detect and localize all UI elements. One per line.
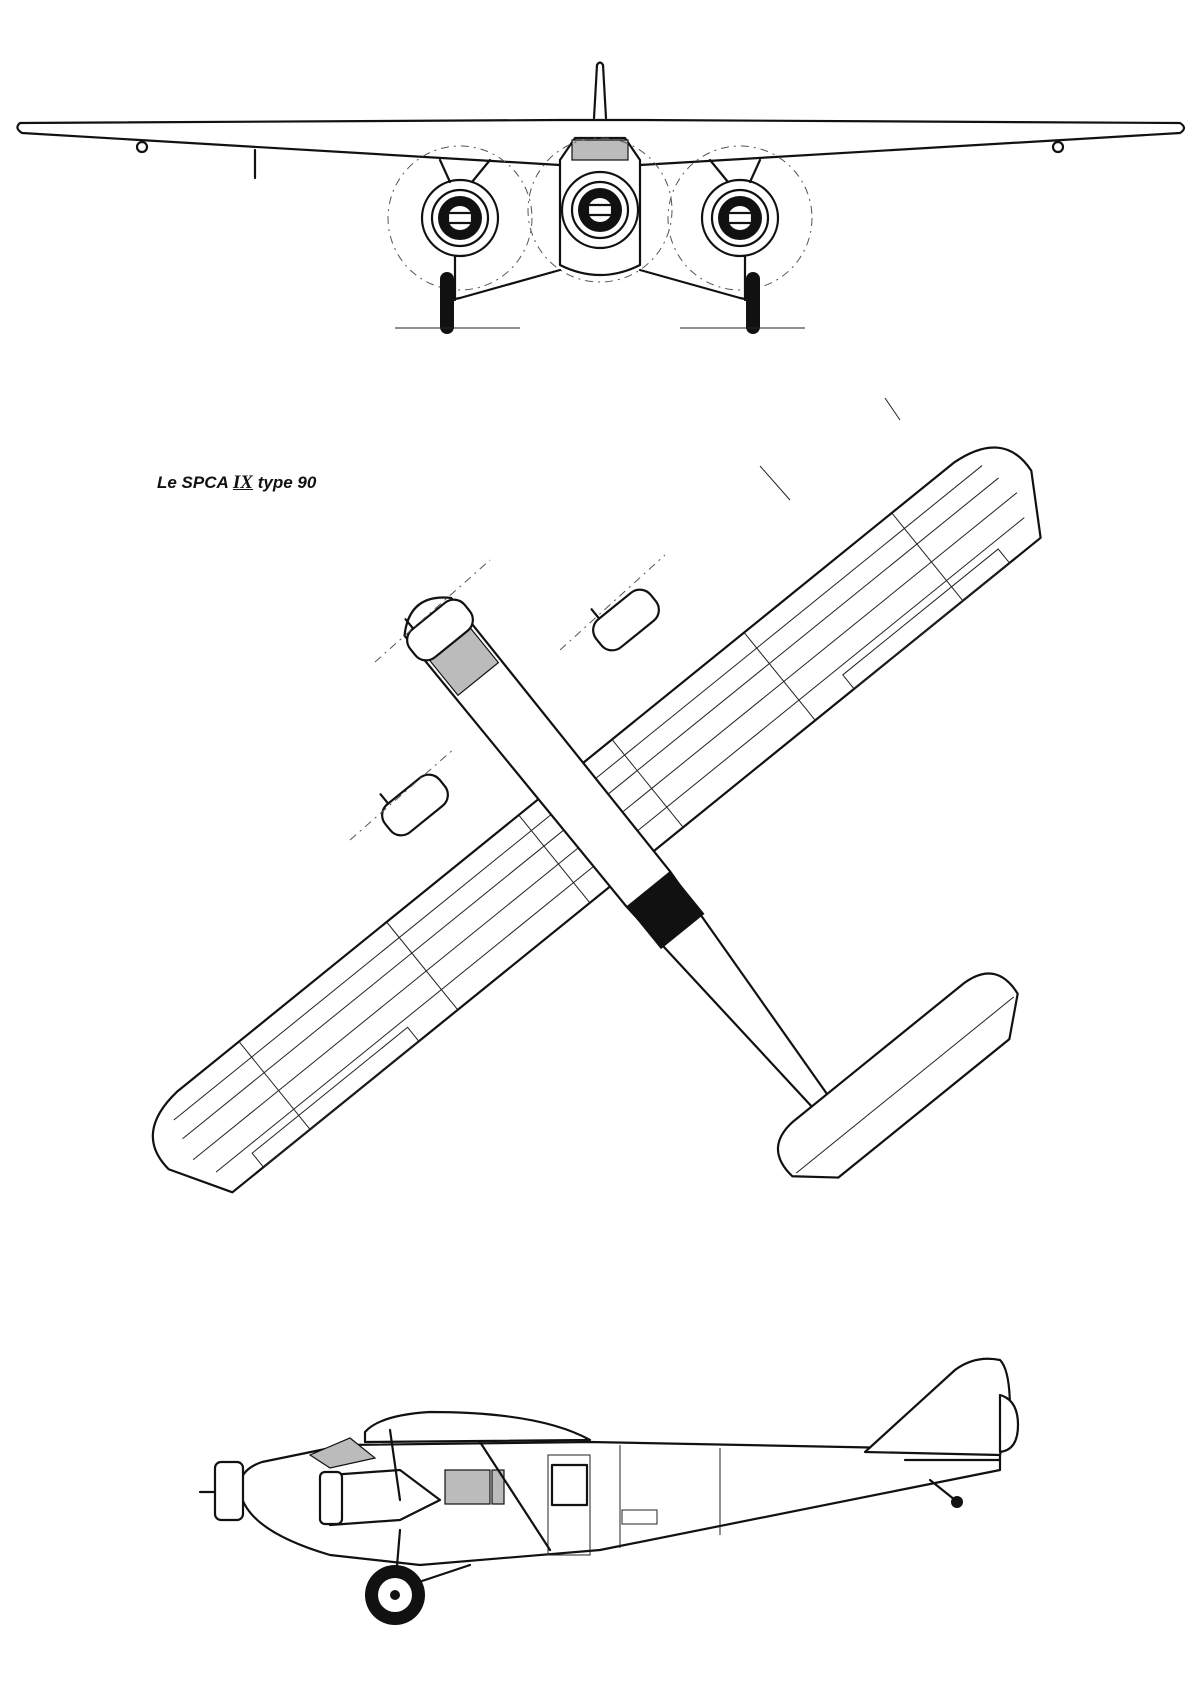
right-wheel — [746, 272, 760, 334]
right-engine — [700, 178, 780, 258]
left-engine — [420, 178, 500, 258]
front-windshield — [571, 139, 629, 161]
center-prop-disc — [527, 137, 673, 283]
side-cockpit — [308, 1437, 377, 1469]
side-rudder — [998, 1393, 1020, 1454]
cabin-window-1 — [444, 1469, 491, 1505]
right-prop-disc — [667, 145, 813, 291]
drawing-title: Le SPCA IX type 90 — [157, 472, 316, 494]
left-prop-disc — [387, 145, 533, 291]
fuselage-roundel-band — [626, 871, 705, 950]
front-wing — [16, 118, 1186, 167]
center-engine — [560, 170, 640, 250]
cabin-door — [547, 1454, 591, 1556]
title-suffix: type 90 — [257, 473, 317, 492]
front-fin — [592, 61, 608, 120]
left-wheel — [440, 272, 454, 334]
front-view — [16, 61, 1186, 334]
top-view — [151, 397, 1042, 1194]
top-left-nacelle — [404, 598, 474, 662]
side-fin — [863, 1357, 1012, 1457]
side-wing — [363, 1410, 592, 1444]
front-landing-gear-struts — [448, 254, 752, 302]
left-wingtip-light — [135, 140, 149, 154]
title-prefix: Le SPCA — [157, 473, 229, 492]
side-view — [198, 1357, 1020, 1625]
right-wingtip-light — [1051, 140, 1065, 154]
side-tail-wheel — [951, 1496, 963, 1508]
title-roman-numeral: IX — [232, 472, 253, 493]
side-nose-engine — [213, 1460, 245, 1522]
top-right-nacelle — [590, 588, 660, 652]
cabin-door-window — [550, 1463, 589, 1507]
horizontal-tail — [777, 972, 1019, 1179]
top-lower-nacelle — [379, 773, 449, 837]
